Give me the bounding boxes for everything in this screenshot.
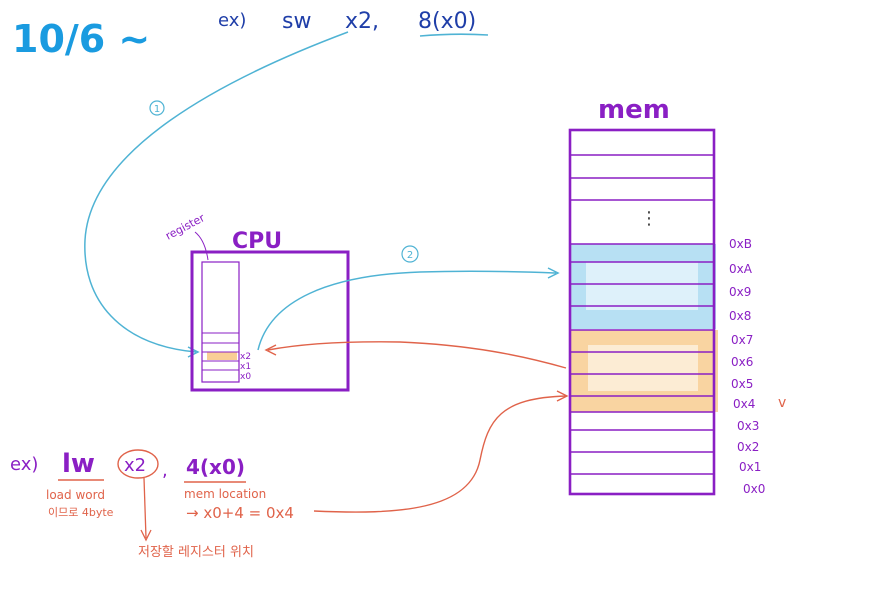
reg-label-x0: x0 [240, 372, 251, 382]
register-x2-highlight [207, 352, 237, 360]
example2-register-circle [117, 449, 159, 479]
register-pointer [194, 231, 209, 261]
mem-address-0x6: 0x6 [731, 355, 753, 369]
register-column [201, 261, 240, 383]
mem-address-0xb: 0xB [729, 237, 752, 251]
mem-address-0xa: 0xA [729, 262, 753, 276]
example2-instruction: lw [62, 449, 95, 479]
arrow-step2-head [547, 267, 560, 279]
example-offset-underline [419, 33, 489, 37]
mem-address-0x2: 0x2 [737, 440, 759, 454]
instr-note-line1: load word [46, 488, 105, 502]
example2-offset: 4(x0) [186, 455, 245, 479]
mem-address-0x3: 0x3 [737, 419, 759, 433]
mem-address-0x8: 0x8 [729, 309, 751, 323]
mem-address-0x1: 0x1 [739, 460, 761, 474]
offset-note: mem location [184, 487, 266, 501]
instr-note-line2: 이므로 4byte [48, 506, 114, 519]
arrow-step1 [84, 31, 349, 353]
step2-circle [401, 245, 419, 263]
arrow-calc-to-mem-head [556, 390, 569, 402]
mem-check-mark: v [778, 395, 786, 411]
arrow-load-to-register-head [264, 344, 277, 356]
arrow-reg-note-head [140, 529, 152, 542]
arrow-calc-to-mem [313, 395, 567, 513]
mem-address-0x4: 0x4 [733, 397, 755, 411]
example2-register: x2 [124, 455, 146, 476]
mem-address-0x5: 0x5 [731, 377, 753, 391]
mem-box [568, 128, 716, 496]
mem-title: mem [598, 95, 670, 125]
example-instruction: sw [282, 9, 311, 34]
mem-cell-dividers [570, 154, 714, 475]
date-title: 10/6 ~ [12, 17, 150, 61]
arrow-reg-note [143, 477, 147, 539]
cpu-title: CPU [232, 229, 282, 254]
mem-highlight-blue-inner [586, 262, 698, 310]
step1-label: 1 [154, 104, 160, 115]
arrow-step2 [257, 270, 557, 351]
cpu-box [190, 250, 350, 392]
mem-address-0x9: 0x9 [729, 285, 751, 299]
arrow-load-to-register [267, 341, 567, 369]
offset-calc: → x0+4 = 0x4 [186, 504, 294, 522]
mem-address-labels: 0xB 0xA 0x9 0x8 0x7 0x6 0x5 0x4 0x3 0x2 0x1 0x0 [729, 237, 765, 496]
register-note: 저장할 레지스터 위치 [138, 545, 254, 560]
example-offset: 8(x0) [418, 9, 476, 34]
mem-address-0x0: 0x0 [743, 482, 765, 496]
example2-comma: , [162, 460, 168, 481]
mem-address-0x7: 0x7 [731, 333, 753, 347]
example2-prefix: ex) [10, 454, 38, 475]
example-register: x2, [345, 9, 379, 34]
step1-circle [149, 100, 165, 116]
step2-label: 2 [407, 250, 413, 261]
mem-ellipsis: ⋮ [640, 208, 658, 229]
reg-label-x1: x1 [240, 362, 251, 372]
example-prefix: ex) [218, 10, 246, 31]
reg-label-x2: x2 [240, 352, 251, 362]
